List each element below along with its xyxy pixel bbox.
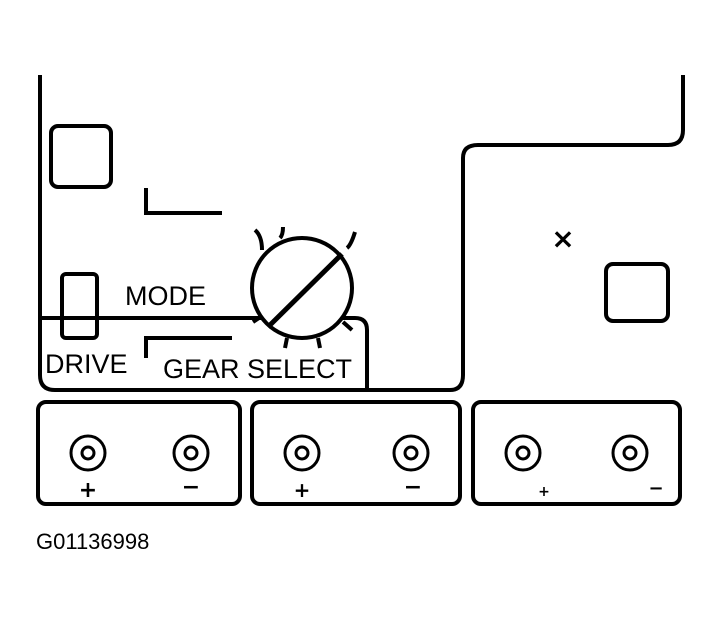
positive-symbol: + [294, 478, 311, 502]
terminal-post-positive [69, 434, 107, 472]
negative-symbol: − [404, 475, 422, 500]
rotary-selector-knob [250, 236, 354, 340]
board-outline [38, 75, 685, 392]
terminal-post-positive [283, 434, 321, 472]
terminal-post-positive [504, 434, 542, 472]
positive-symbol: + [538, 484, 550, 500]
terminal-post-negative [611, 434, 649, 472]
terminal-block-3: + − [471, 400, 682, 506]
terminal-post-negative [392, 434, 430, 472]
terminal-block-2: + − [250, 400, 462, 506]
terminal-block-1: + − [36, 400, 242, 506]
knob-position-ticks [251, 226, 357, 349]
drive-label: DRIVE [45, 349, 128, 379]
mode-label: MODE [125, 281, 206, 311]
mode-arrow-lower [144, 336, 232, 358]
square-pad-top-left [49, 124, 113, 189]
drive-switch [60, 272, 99, 340]
mode-arrow-upper [144, 188, 222, 215]
negative-symbol: − [648, 478, 663, 499]
gear-select-label: GEAR SELECT [163, 354, 352, 384]
terminal-post-negative [172, 434, 210, 472]
mode-panel-outline [40, 316, 369, 388]
positive-symbol: + [79, 478, 97, 503]
square-pad-right [604, 262, 670, 323]
cross-mark: × [551, 222, 574, 255]
figure-id: G01136998 [36, 529, 149, 554]
negative-symbol: − [182, 475, 200, 500]
